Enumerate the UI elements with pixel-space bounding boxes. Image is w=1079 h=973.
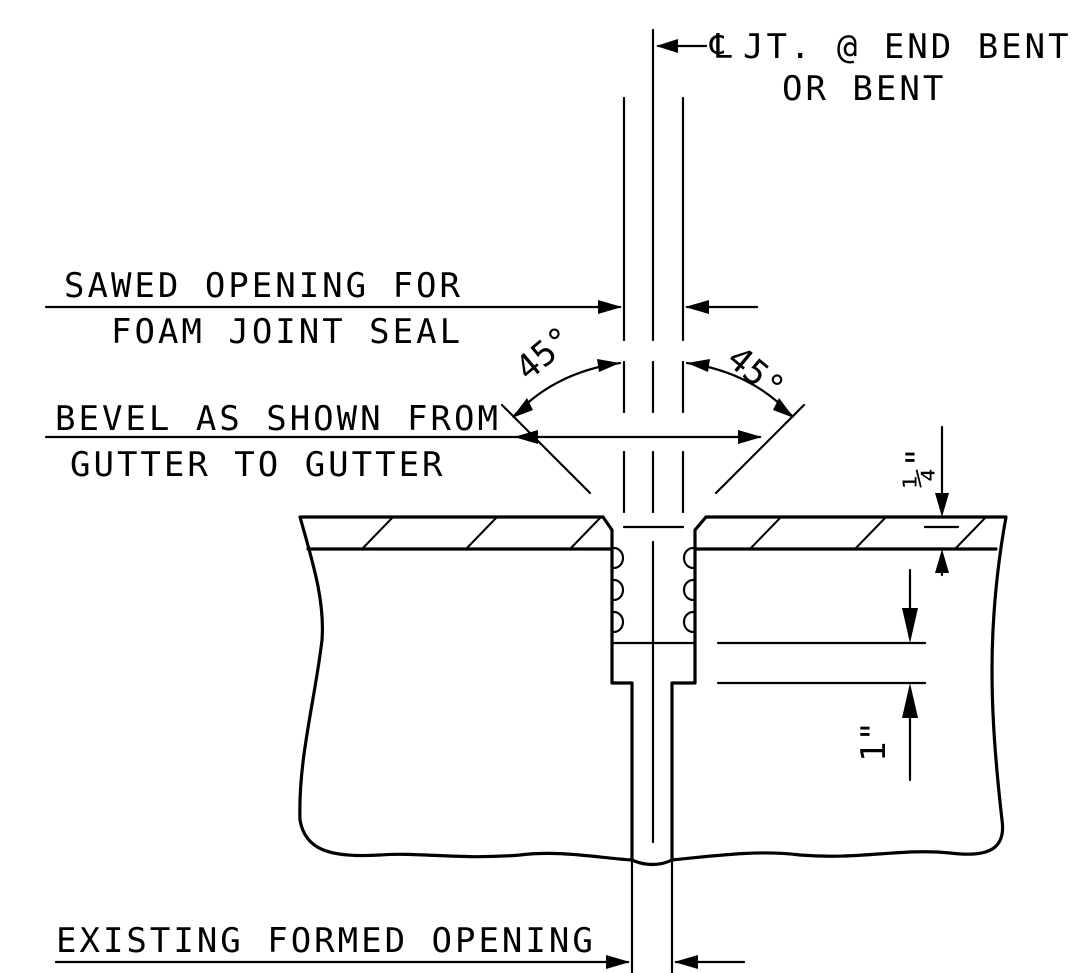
depth-top-dimension [923, 425, 960, 577]
angle-left-label: 45° [508, 319, 581, 389]
deck-slab-left [298, 515, 634, 862]
centerline-leader [656, 39, 708, 53]
centerline-label-line1: JT. @ END BENT [743, 27, 1072, 67]
angle-arcs [512, 359, 794, 418]
foam-joint-seal [610, 525, 697, 645]
depth-top-label: ¼" [899, 447, 939, 488]
sawed-opening-label-line1: SAWED OPENING FOR [64, 266, 463, 306]
centerline-label-line2: OR BENT [782, 69, 946, 109]
existing-opening-label: EXISTING FORMED OPENING [56, 921, 596, 961]
deck-slab-right [670, 515, 1008, 862]
joint-bottom-curve [630, 858, 674, 867]
sawed-opening-label-line2: FOAM JOINT SEAL [111, 312, 463, 352]
wearing-surface-hatch [361, 516, 987, 550]
depth-seal-dimension [716, 568, 927, 782]
depth-seal-label: 1" [854, 721, 894, 762]
centerline-lines [622, 28, 685, 973]
angle-right-label: 45° [719, 338, 792, 408]
bevel-lines [500, 403, 806, 495]
sawed-opening-leader [44, 300, 759, 314]
existing-opening-leader [54, 955, 746, 969]
bevel-label-line1: BEVEL AS SHOWN FROM [55, 399, 501, 439]
bevel-label-line2: GUTTER TO GUTTER [70, 445, 446, 485]
centerline-symbol: ℄ [709, 27, 732, 67]
